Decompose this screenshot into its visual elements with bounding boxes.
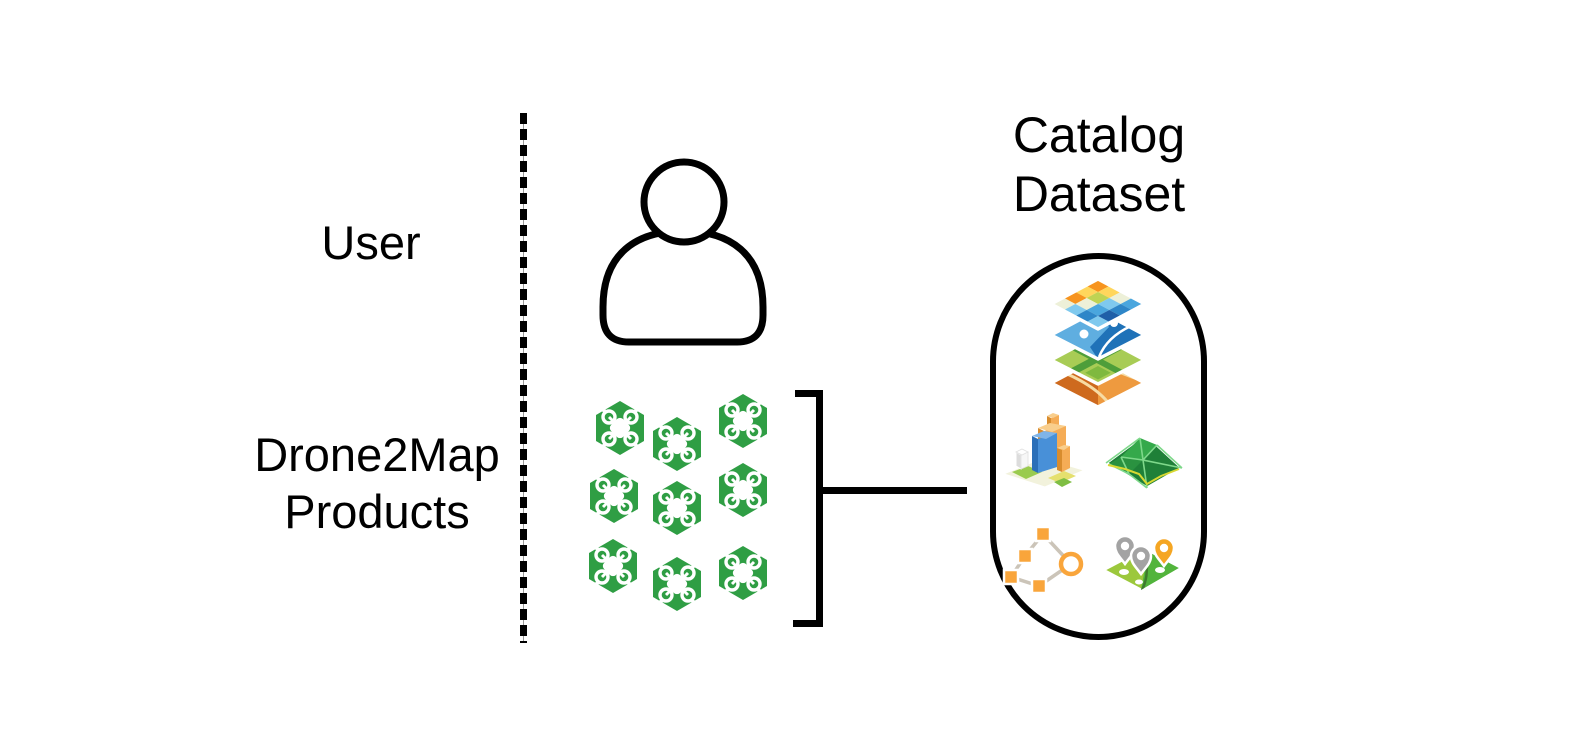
bracket-bottom-stub: [793, 620, 823, 627]
catalog-title-line1: Catalog: [1012, 107, 1186, 163]
catalog-title-line2: Dataset: [1012, 166, 1186, 222]
drone-hexagon-icon: [588, 468, 640, 524]
connector-line: [821, 487, 967, 494]
bracket-vertical-line: [816, 390, 823, 627]
products-label-line1: Drone2Map: [254, 428, 500, 481]
drone-hexagon-icon: [651, 556, 703, 612]
drone-hexagon-icon: [587, 538, 639, 594]
products-label: Drone2Map Products: [217, 426, 537, 540]
products-label-line2: Products: [284, 485, 470, 538]
drone-hexagon-icon: [651, 480, 703, 536]
drone-hexagon-icon: [594, 400, 646, 456]
layers-stack-icon: [1049, 277, 1147, 409]
bracket-top-stub: [795, 390, 823, 397]
user-person-icon: [599, 158, 767, 346]
drone-hexagon-icon: [717, 545, 769, 601]
drone-hexagon-icon: [717, 393, 769, 449]
buildings-3d-icon: [999, 413, 1089, 490]
user-label: User: [321, 216, 421, 269]
tin-terrain-icon: [1104, 436, 1184, 490]
catalog-title: Catalog Dataset: [984, 106, 1214, 224]
drone-hexagon-icon: [651, 416, 703, 472]
map-pins-icon: [1101, 534, 1181, 592]
network-graph-icon: [1002, 525, 1084, 595]
dashed-divider-line: [519, 113, 528, 643]
drone-hexagon-icon: [717, 462, 769, 518]
